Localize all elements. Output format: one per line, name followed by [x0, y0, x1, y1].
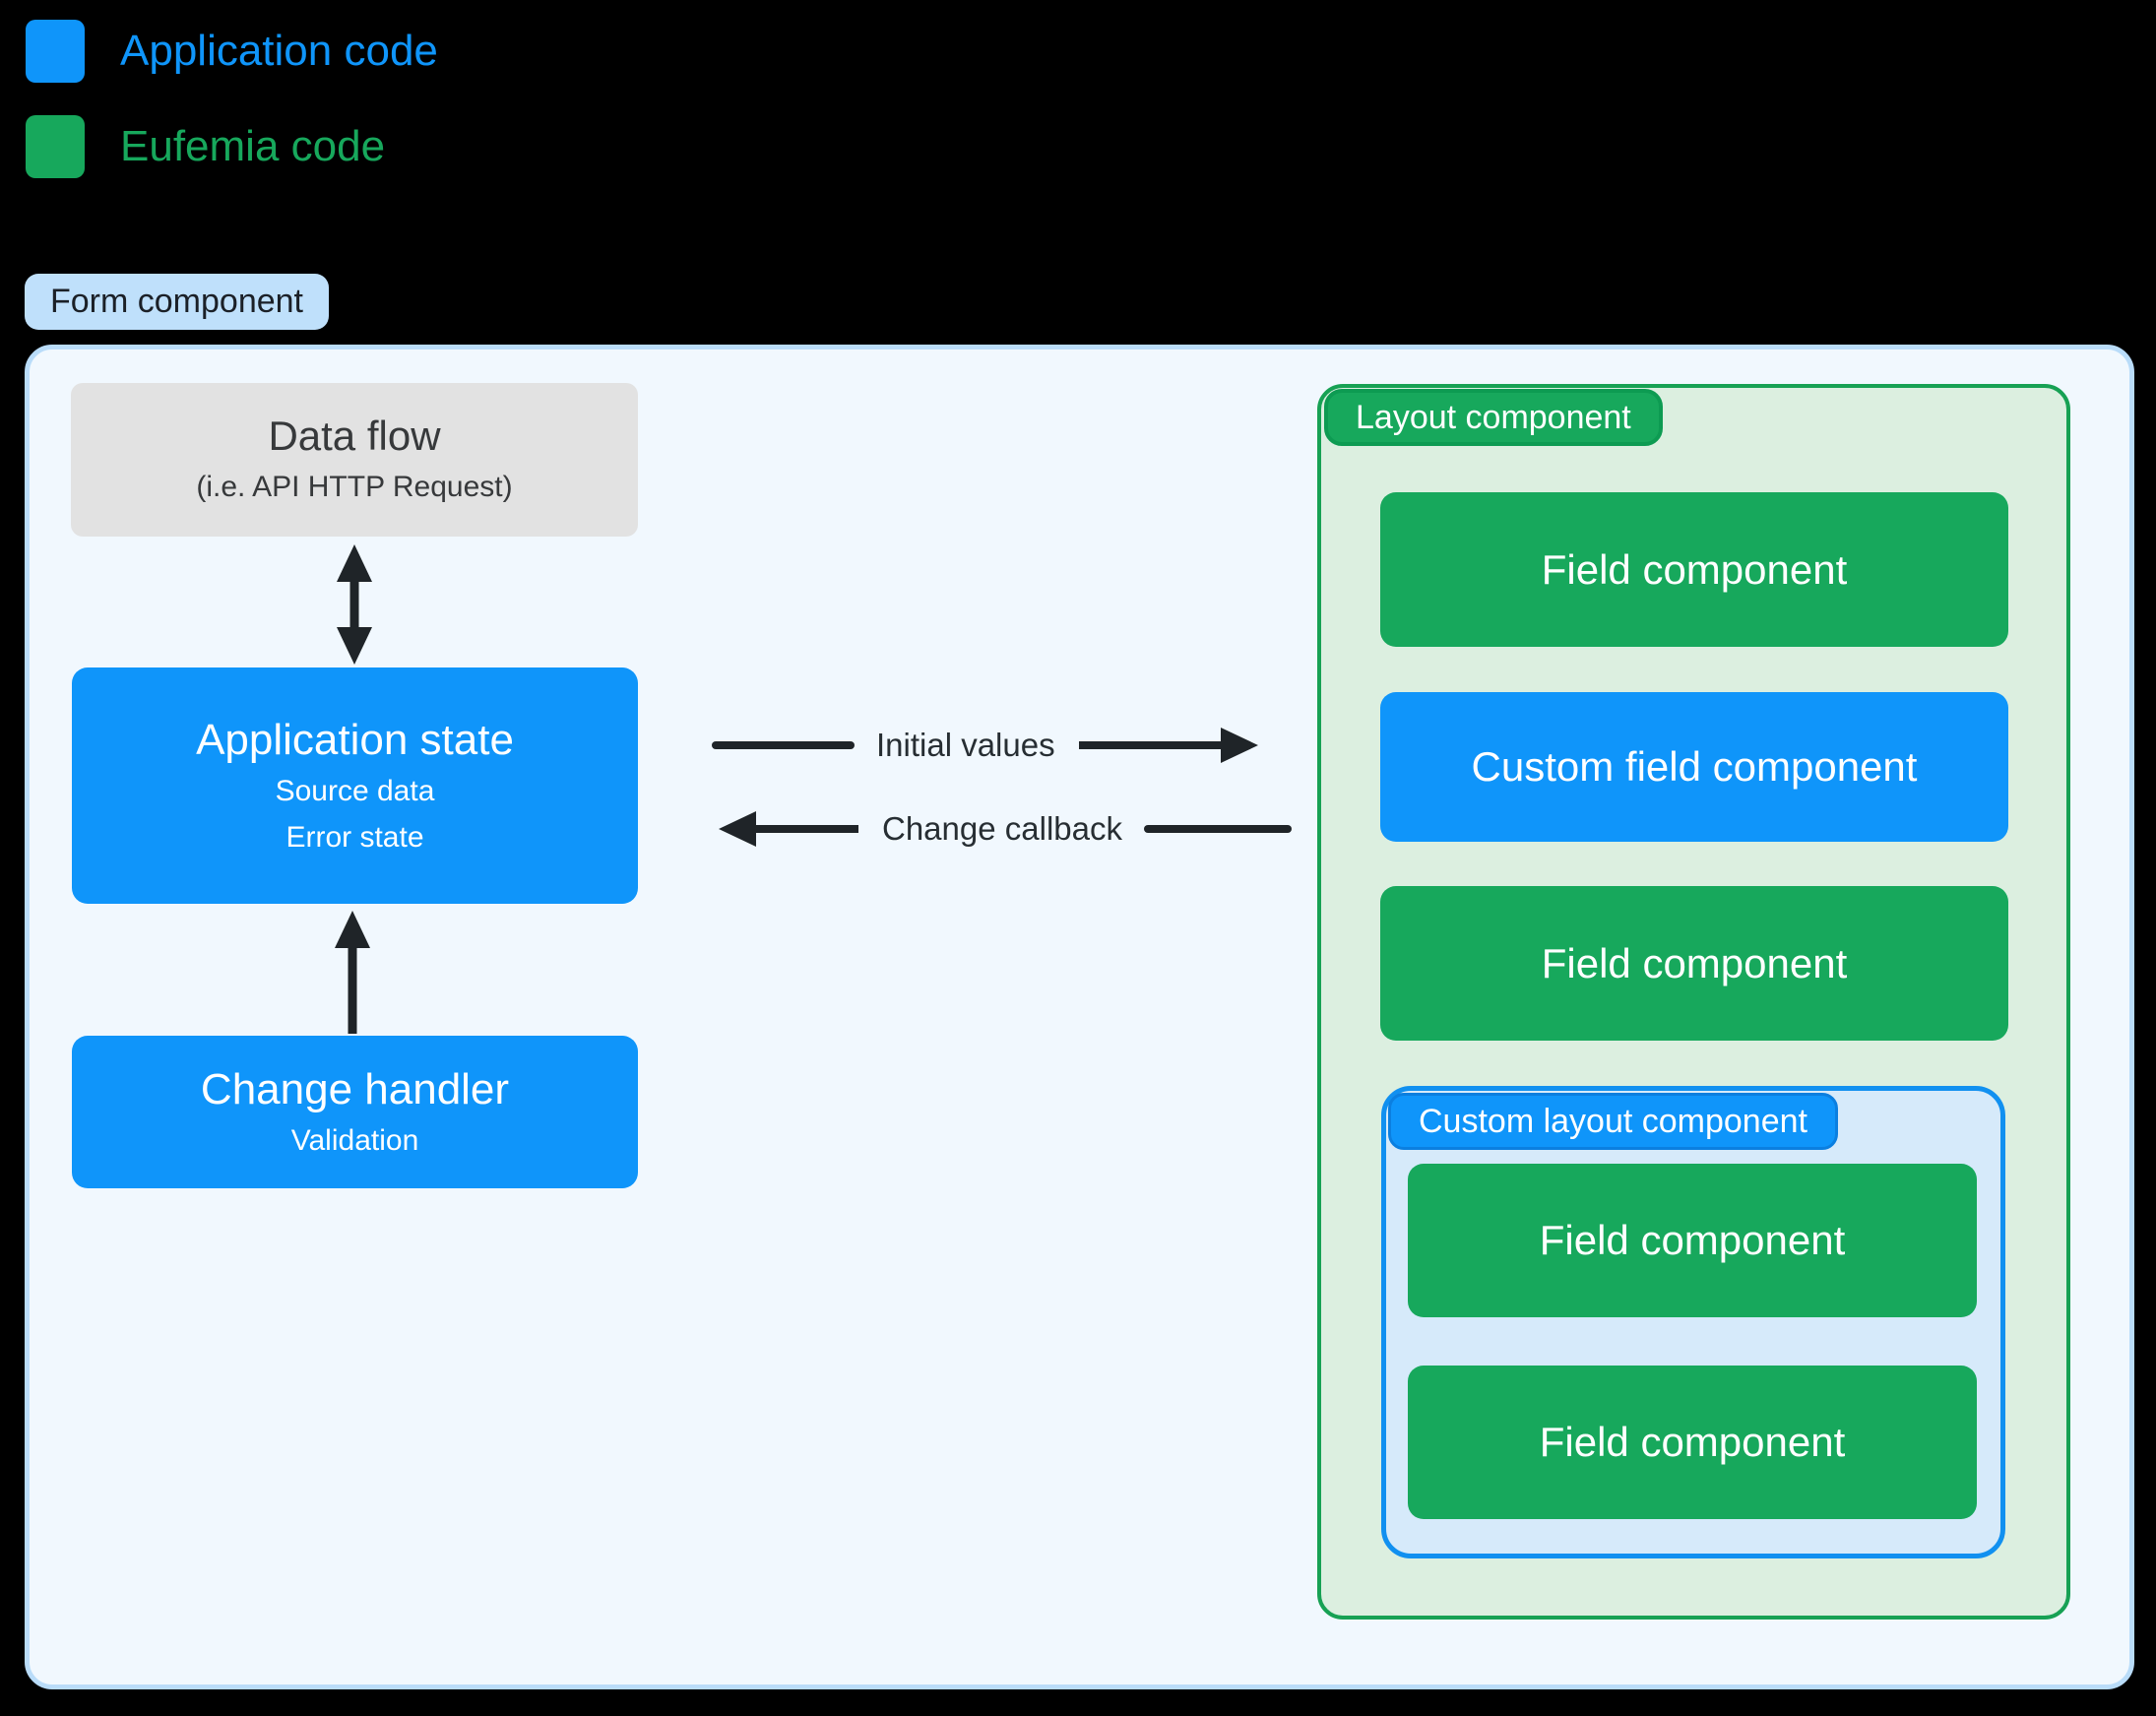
custom-layout-component-label: Custom layout component [1388, 1093, 1838, 1150]
change-handler-line: Validation [290, 1123, 419, 1157]
up-arrow-icon [335, 911, 370, 1034]
right-arrow-icon [1078, 728, 1258, 763]
custom-field-component-box: Custom field component [1380, 692, 2008, 842]
connector-line [712, 741, 855, 749]
field-component-box: Field component [1408, 1366, 1977, 1519]
layout-component-container: Layout component Field component Custom … [1317, 384, 2070, 1620]
data-flow-subtitle: (i.e. API HTTP Request) [196, 471, 513, 504]
form-component-label: Form component [25, 274, 329, 330]
connector-line [1144, 825, 1292, 833]
green-square-icon [26, 115, 85, 178]
custom-layout-component-container: Custom layout component Field component … [1381, 1086, 2005, 1558]
field-component-box: Field component [1380, 492, 2008, 647]
data-flow-title: Data flow [268, 413, 441, 460]
double-arrow-icon [337, 544, 372, 665]
application-state-title: Application state [196, 715, 514, 764]
initial-values-label: Initial values [876, 727, 1055, 763]
change-handler-title: Change handler [200, 1064, 510, 1113]
change-handler-box: Change handler Validation [72, 1036, 638, 1188]
initial-values-flow: Initial values [712, 724, 1260, 767]
field-component-box: Field component [1380, 886, 2008, 1041]
left-arrow-icon [719, 811, 858, 847]
field-component-box: Field component [1408, 1164, 1977, 1317]
legend-label-eufemia-code: Eufemia code [120, 122, 386, 170]
application-state-line: Source data [275, 775, 435, 808]
change-callback-flow: Change callback [717, 807, 1292, 851]
application-state-box: Application state Source data Error stat… [72, 667, 638, 904]
layout-component-label: Layout component [1324, 389, 1663, 446]
data-flow-box: Data flow (i.e. API HTTP Request) [71, 383, 638, 537]
legend-label-application-code: Application code [120, 27, 438, 75]
change-callback-label: Change callback [882, 810, 1122, 847]
blue-square-icon [26, 20, 85, 83]
form-component-container: Data flow (i.e. API HTTP Request) Applic… [25, 345, 2134, 1689]
application-state-line: Error state [285, 820, 424, 854]
